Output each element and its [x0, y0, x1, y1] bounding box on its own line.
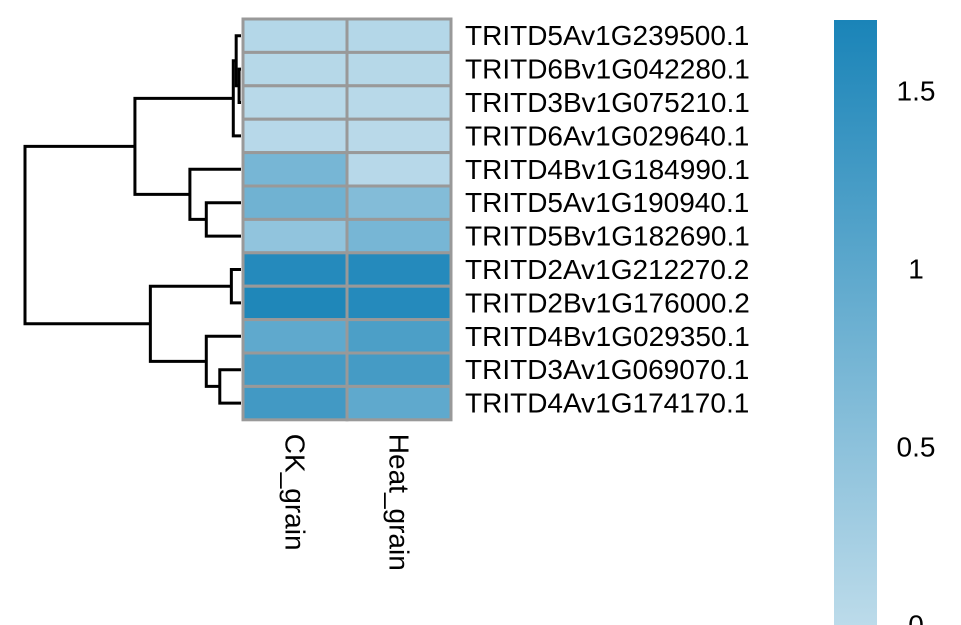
heatmap-cell	[241, 184, 349, 221]
dendrogram-branch	[204, 334, 241, 388]
color-legend: 0 0.5 1 1.5	[834, 20, 935, 625]
row-label: TRITD2Av1G212270.2	[465, 254, 749, 285]
row-dendrogram	[23, 34, 241, 405]
heatmap-cell	[241, 384, 349, 422]
heatmap-cell	[241, 217, 349, 255]
heatmap-cell	[241, 84, 349, 121]
heatmap-cell	[345, 318, 453, 355]
heatmap-cell	[241, 151, 349, 188]
heatmap-cell	[345, 217, 453, 255]
heatmap-cell	[241, 17, 349, 54]
heatmap-cell	[345, 84, 453, 121]
heatmap-cell	[241, 351, 349, 388]
heatmap-cell	[345, 351, 453, 388]
heatmap-cell	[345, 284, 453, 322]
color-legend-ticks: 0 0.5 1 1.5	[897, 76, 936, 625]
heatmap-cell	[345, 251, 453, 288]
dendrogram-branch	[229, 268, 241, 305]
heatmap-cell	[241, 50, 349, 88]
dendrogram-branch	[231, 59, 241, 138]
row-label: TRITD4Av1G174170.1	[465, 388, 749, 419]
row-label: TRITD4Bv1G029350.1	[465, 321, 750, 352]
heatmap-cell	[345, 50, 453, 88]
column-labels: CK_grain Heat_grain	[280, 434, 415, 571]
legend-tick-label: 0	[908, 610, 924, 625]
dendrogram-branch	[234, 34, 241, 88]
heatmap-cell	[241, 117, 349, 155]
row-label: TRITD6Av1G029640.1	[465, 120, 749, 151]
dendrogram-branch	[148, 284, 232, 363]
heatmap-cells	[241, 17, 453, 422]
row-label: TRITD5Av1G190940.1	[465, 187, 749, 218]
row-labels: TRITD5Av1G239500.1TRITD6Bv1G042280.1TRIT…	[465, 20, 750, 418]
color-legend-bar	[834, 20, 877, 625]
legend-tick-label: 0.5	[897, 432, 936, 463]
heatmap-cell	[345, 184, 453, 221]
row-label: TRITD3Bv1G075210.1	[465, 87, 750, 118]
heatmap-cell	[345, 384, 453, 422]
dendrogram-branch	[218, 368, 241, 405]
row-label: TRITD5Av1G239500.1	[465, 20, 749, 51]
heatmap-cell	[345, 151, 453, 188]
legend-tick-label: 1.5	[897, 76, 936, 107]
dendrogram-branch	[188, 167, 241, 221]
heatmap-cell	[241, 284, 349, 322]
row-label: TRITD5Bv1G182690.1	[465, 221, 750, 252]
dendrogram-branch	[23, 144, 151, 326]
dendrogram-branch	[237, 67, 241, 104]
heatmap-cell	[345, 17, 453, 54]
heatmap-cell	[241, 318, 349, 355]
heatmap-cell	[345, 117, 453, 155]
column-label: Heat_grain	[384, 434, 415, 571]
column-label: CK_grain	[280, 434, 311, 551]
legend-tick-label: 1	[908, 254, 924, 285]
row-label: TRITD3Av1G069070.1	[465, 354, 749, 385]
row-label: TRITD2Bv1G176000.2	[465, 287, 750, 318]
row-label: TRITD4Bv1G184990.1	[465, 154, 750, 185]
heatmap-cell	[241, 251, 349, 288]
dendrogram-branch	[204, 201, 241, 238]
row-label: TRITD6Bv1G042280.1	[465, 54, 750, 85]
dendrogram-branch	[133, 96, 234, 196]
